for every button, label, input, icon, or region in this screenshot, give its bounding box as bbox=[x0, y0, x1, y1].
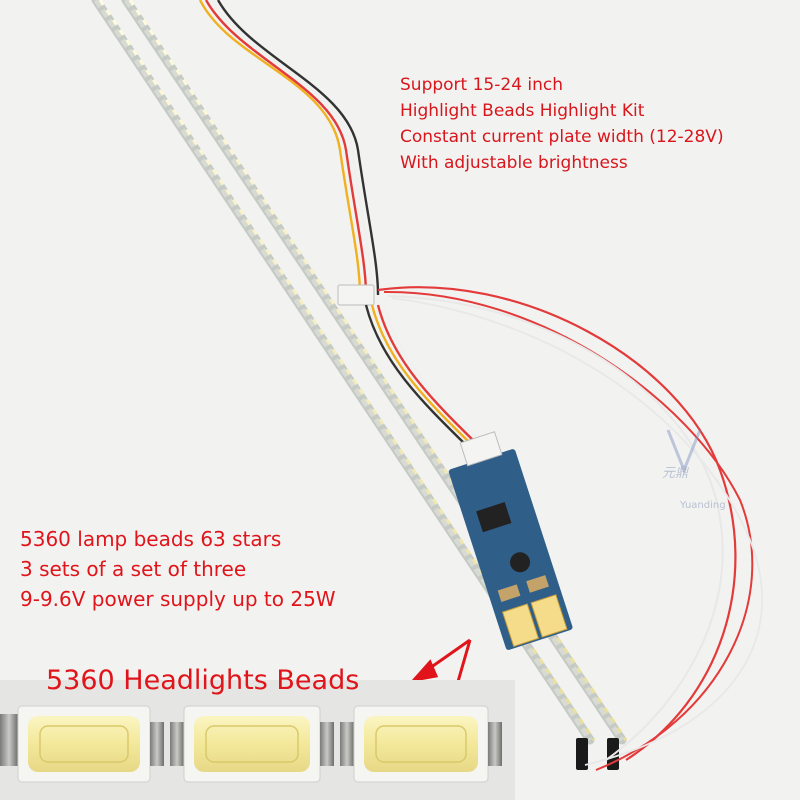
strip-connector-left bbox=[576, 738, 588, 770]
spec-line-1: Support 15-24 inch bbox=[400, 75, 564, 95]
wire-bundle-middle bbox=[364, 304, 485, 446]
spec-line-3: Constant current plate width (12-28V) bbox=[400, 127, 724, 147]
watermark-sub: Yuanding bbox=[680, 500, 726, 511]
wire-bundle-top bbox=[198, 0, 380, 296]
beads-title: 5360 Headlights Beads bbox=[46, 665, 360, 696]
info-line-1: 5360 lamp beads 63 stars bbox=[20, 527, 282, 551]
spec-text-block: Support 15-24 inch Highlight Beads Highl… bbox=[400, 72, 724, 176]
watermark-brand: 元鼎 bbox=[662, 466, 689, 481]
info-text-block: 5360 lamp beads 63 stars 3 sets of a set… bbox=[20, 524, 336, 614]
led-bead-2 bbox=[170, 705, 334, 783]
info-line-3: 9-9.6V power supply up to 25W bbox=[20, 587, 336, 611]
driver-board bbox=[448, 431, 573, 650]
spec-line-2: Highlight Beads Highlight Kit bbox=[400, 101, 645, 121]
wire-loop-right bbox=[377, 286, 764, 771]
watermark-logo-icon bbox=[666, 429, 702, 475]
led-bead-3 bbox=[340, 705, 502, 783]
spec-line-4: With adjustable brightness bbox=[400, 153, 628, 173]
jst-connector bbox=[337, 284, 375, 306]
led-bead-1 bbox=[0, 705, 164, 783]
board-connector bbox=[459, 431, 503, 467]
info-line-2: 3 sets of a set of three bbox=[20, 557, 247, 581]
